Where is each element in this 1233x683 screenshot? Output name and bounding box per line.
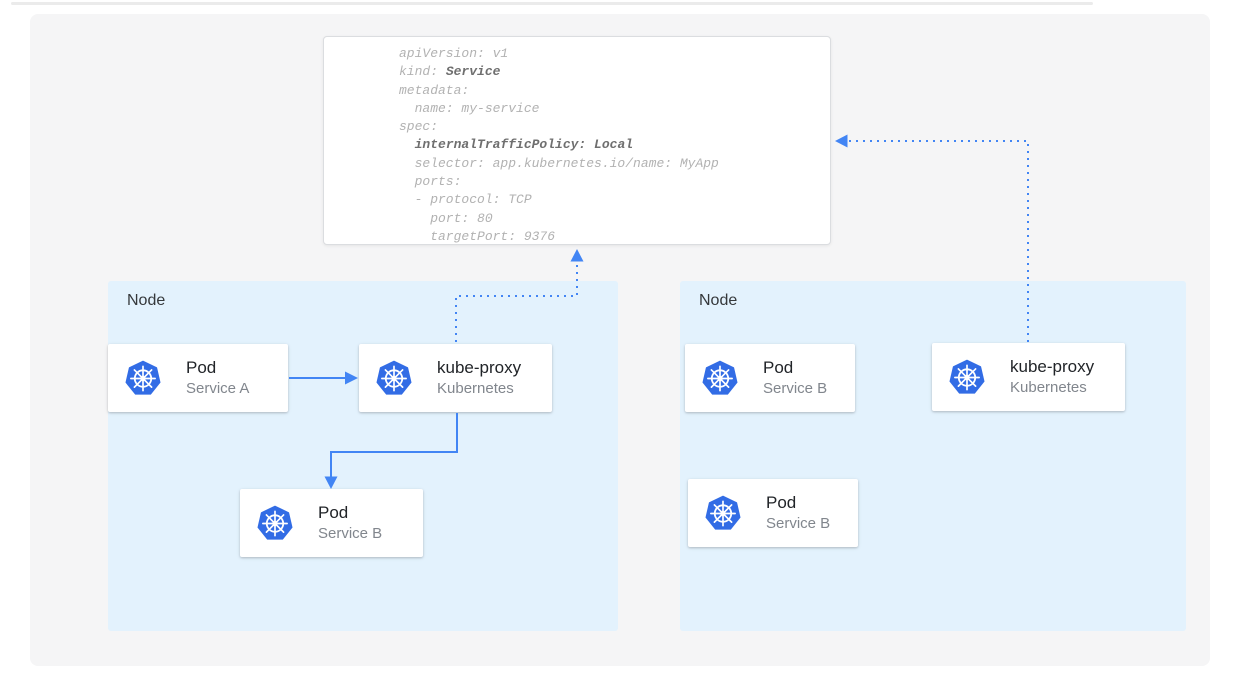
yaml-line: selector: app.kubernetes.io/name: MyApp [399,155,719,171]
card-subtitle: Service B [318,525,383,542]
card-title: Pod [766,493,797,512]
yaml-code: apiVersion: v1 kind: Service metadata: nam… [324,37,830,246]
top-divider [11,2,1093,5]
node-label: Node [127,292,166,309]
kubernetes-icon [124,359,162,397]
kubernetes-icon [948,358,986,396]
card-title: kube-proxy [1010,357,1095,376]
card-title: Pod [318,503,349,522]
card-pod-service-a: Pod Service A [108,344,288,412]
yaml-line: kind: Service [399,64,501,80]
kubernetes-icon [256,504,294,542]
card-pod-service-b-left: Pod Service B [240,489,423,557]
yaml-line: name: my-service [399,100,540,116]
yaml-line: spec: [399,119,439,135]
card-subtitle: Service A [186,380,250,397]
kubernetes-icon [704,494,742,532]
yaml-line: ports: [399,174,462,190]
service-yaml-card: apiVersion: v1 kind: Service metadata: nam… [323,36,831,245]
card-subtitle: Service B [763,380,828,397]
card-title: Pod [186,358,217,377]
yaml-line: port: 80 [399,210,493,226]
card-kube-proxy-left: kube-proxy Kubernetes [359,344,552,412]
card-kube-proxy-right: kube-proxy Kubernetes [932,343,1125,411]
card-subtitle: Kubernetes [437,380,514,397]
card-pod-service-b-right-lower: Pod Service B [688,479,858,547]
node-label: Node [699,292,738,309]
node-left: Node [108,281,618,631]
yaml-line: - protocol: TCP [399,192,532,208]
kubernetes-icon [375,359,413,397]
card-title: kube-proxy [437,358,522,377]
card-subtitle: Kubernetes [1010,379,1087,396]
node-right: Node [680,281,1186,631]
kubernetes-icon [701,359,739,397]
card-pod-service-b-right-upper: Pod Service B [685,344,855,412]
yaml-line: metadata: [399,82,470,98]
card-subtitle: Service B [766,515,831,532]
yaml-line: targetPort: 9376 [399,228,556,244]
card-title: Pod [763,358,794,377]
yaml-line: internalTrafficPolicy: Local [414,137,634,153]
yaml-line: apiVersion: v1 [399,46,509,61]
